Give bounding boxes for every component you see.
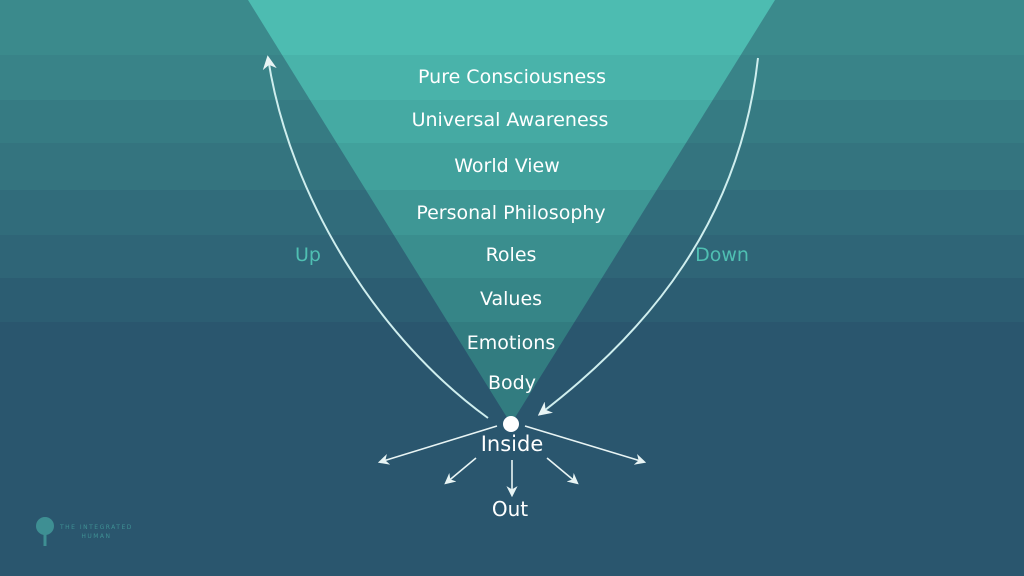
center-point — [503, 416, 519, 432]
funnel-band — [248, 100, 775, 143]
out-arrow-far-right — [524, 425, 647, 465]
up-arrow — [262, 55, 489, 419]
down-label: Down — [695, 244, 749, 266]
level-personal-philosophy: Personal Philosophy — [416, 202, 606, 224]
level-roles: Roles — [485, 244, 537, 266]
level-emotions: Emotions — [466, 332, 556, 354]
level-body: Body — [488, 372, 536, 394]
funnel-band — [248, 0, 775, 55]
logo: THE INTEGRATED HUMAN — [34, 516, 133, 548]
level-pure-consciousness: Pure Consciousness — [418, 66, 606, 88]
inside-label: Inside — [480, 432, 544, 456]
out-arrow-left — [444, 457, 477, 485]
level-universal-awareness: Universal Awareness — [411, 109, 609, 131]
out-label: Out — [491, 497, 529, 521]
funnel-band — [248, 55, 775, 100]
logo-line1: THE INTEGRATED — [60, 524, 133, 531]
out-arrow-far-left — [377, 425, 498, 465]
level-values: Values — [479, 288, 543, 310]
logo-line2: HUMAN — [81, 533, 112, 540]
up-label: Up — [295, 244, 321, 266]
level-world-view: World View — [454, 155, 560, 177]
out-arrow-right — [546, 457, 579, 485]
down-arrow — [537, 57, 759, 416]
tree-icon — [36, 517, 54, 546]
